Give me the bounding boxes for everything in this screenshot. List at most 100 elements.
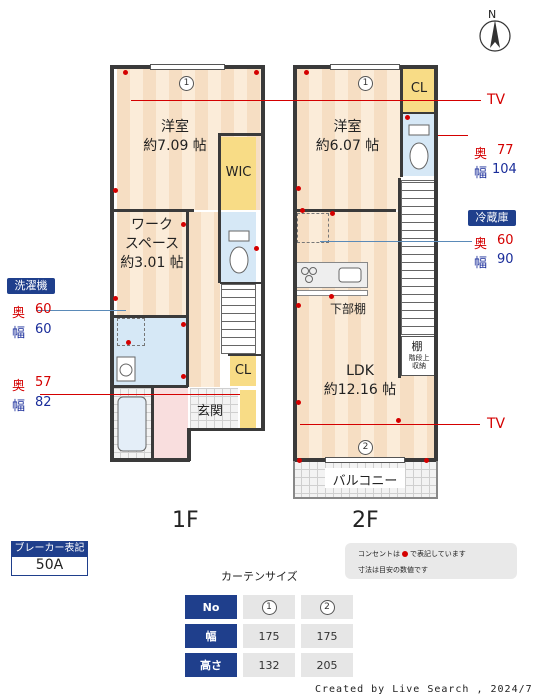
stove-icon xyxy=(300,266,318,284)
outlet-legend-icon xyxy=(402,551,408,557)
curtain-cell: 205 xyxy=(301,653,353,677)
washer-leader xyxy=(36,310,126,311)
room-wic xyxy=(221,137,256,210)
outlet-dot xyxy=(254,246,259,251)
table-row: 高さ 132 205 xyxy=(185,653,353,677)
legend-line-1: コンセントはで表記しています xyxy=(358,549,466,559)
top-right-depth-label: 奥 xyxy=(474,147,488,162)
corridor-1f xyxy=(188,212,220,387)
room-workspace xyxy=(117,212,187,316)
room-label-lower-shelf: 下部棚 xyxy=(329,302,366,316)
room-cl-2f xyxy=(403,68,435,112)
outlet-dot xyxy=(297,458,302,463)
stairs-1f xyxy=(221,284,256,354)
curtain-header-height: 高さ xyxy=(185,653,237,677)
breaker-tag: ブレーカー表記 xyxy=(11,541,88,556)
genkan-floor xyxy=(154,388,188,458)
laundry2-depth: 57 xyxy=(35,375,52,390)
outlet-dot xyxy=(296,303,301,308)
outlet-dot xyxy=(254,70,259,75)
window-2f-bottom xyxy=(325,457,405,463)
room-label-workspace: ワーク スペース 約3.01 帖 xyxy=(120,217,184,271)
room-cl-1f xyxy=(230,356,256,386)
top-right-width-label: 幅 xyxy=(474,166,488,181)
room-label-cl-1f: CL xyxy=(234,363,252,378)
window-number-1f: 1 xyxy=(179,76,194,91)
window-1f-top xyxy=(150,64,225,70)
room-western-2f xyxy=(296,68,401,210)
laundry2-width-label: 幅 xyxy=(12,399,26,414)
sink-icon-1f xyxy=(116,356,136,382)
outlet-dot xyxy=(296,186,301,191)
compass: N xyxy=(475,8,515,56)
outlet-dot xyxy=(405,115,410,120)
washer-depth-label: 奥 xyxy=(12,306,26,321)
washer-space xyxy=(117,318,145,346)
curtain-title: カーテンサイズ xyxy=(221,570,298,583)
fridge-tag: 冷蔵庫 xyxy=(468,210,516,226)
curtain-cell: 175 xyxy=(243,624,295,648)
outlet-dot xyxy=(296,400,301,405)
fridge-leader xyxy=(320,241,472,242)
outlet-dot xyxy=(181,374,186,379)
top-right-width: 104 xyxy=(492,162,517,177)
washer-width-label: 幅 xyxy=(12,326,26,341)
outlet-dot xyxy=(181,222,186,227)
room-label-shelf: 棚 xyxy=(411,340,423,353)
washer-width: 60 xyxy=(35,322,52,337)
tv-leader-2 xyxy=(300,424,480,425)
laundry-leader xyxy=(40,394,240,395)
curtain-table: No 1 2 幅 175 175 高さ 132 205 xyxy=(179,590,359,682)
balcony-label-bg xyxy=(325,468,405,488)
top-right-leader xyxy=(438,135,468,136)
legend-line-2: 寸法は目安の数値です xyxy=(358,566,428,574)
bathtub-icon xyxy=(117,396,147,452)
fridge-depth-label: 奥 xyxy=(474,237,488,252)
room-label-genkan: 玄関 xyxy=(196,404,223,419)
room-label-wic: WIC xyxy=(225,165,252,180)
tv-leader-1 xyxy=(131,100,481,101)
curtain-header-no: No xyxy=(185,595,237,619)
breaker-value: 50A xyxy=(35,557,64,573)
floor-label-2f: 2F xyxy=(352,508,379,533)
fridge-width-label: 幅 xyxy=(474,256,488,271)
compass-label: N xyxy=(488,8,497,21)
room-label-ldk: LDK 約12.16 帖 xyxy=(323,363,397,398)
tv-label-2: TV xyxy=(487,416,506,432)
outlet-dot xyxy=(123,70,128,75)
outlet-dot xyxy=(304,70,309,75)
room-ldk xyxy=(296,212,401,458)
outlet-dot xyxy=(396,418,401,423)
room-label-cl-2f: CL xyxy=(410,81,428,96)
outlet-dot xyxy=(181,322,186,327)
table-row: 幅 175 175 xyxy=(185,624,353,648)
curtain-cell: 1 xyxy=(243,595,295,619)
laundry2-width: 82 xyxy=(35,395,52,410)
curtain-cell: 2 xyxy=(301,595,353,619)
fridge-space xyxy=(297,213,329,243)
curtain-num-2: 2 xyxy=(319,600,335,615)
footer-credit: Created by Live Search , 2024/7 xyxy=(315,684,533,695)
compass-icon xyxy=(479,20,511,52)
breaker-box xyxy=(11,556,88,576)
fridge-width: 90 xyxy=(497,252,514,267)
outlet-dot xyxy=(424,458,429,463)
curtain-cell: 175 xyxy=(301,624,353,648)
legend-box xyxy=(345,543,517,579)
outlet-dot xyxy=(126,340,131,345)
window-number-2f-top: 1 xyxy=(358,76,373,91)
table-row: No 1 2 xyxy=(185,595,353,619)
room-label-western-2f: 洋室 約6.07 帖 xyxy=(315,119,380,154)
tv-label-1: TV xyxy=(487,92,506,108)
curtain-num-1: 1 xyxy=(261,600,277,615)
room-label-stair-storage: 階段上 収納 xyxy=(408,354,430,370)
toilet-icon-1f xyxy=(228,230,250,275)
room-label-western-1f: 洋室 約7.09 帖 xyxy=(143,119,207,154)
toilet-icon-2f xyxy=(408,124,430,172)
floor-label-1f: 1F xyxy=(172,508,199,533)
window-number-2f-bottom: 2 xyxy=(358,440,373,455)
window-2f-top xyxy=(330,64,400,70)
legend-text-after: で表記しています xyxy=(410,550,466,558)
outlet-dot xyxy=(113,296,118,301)
top-right-depth: 77 xyxy=(497,143,514,158)
